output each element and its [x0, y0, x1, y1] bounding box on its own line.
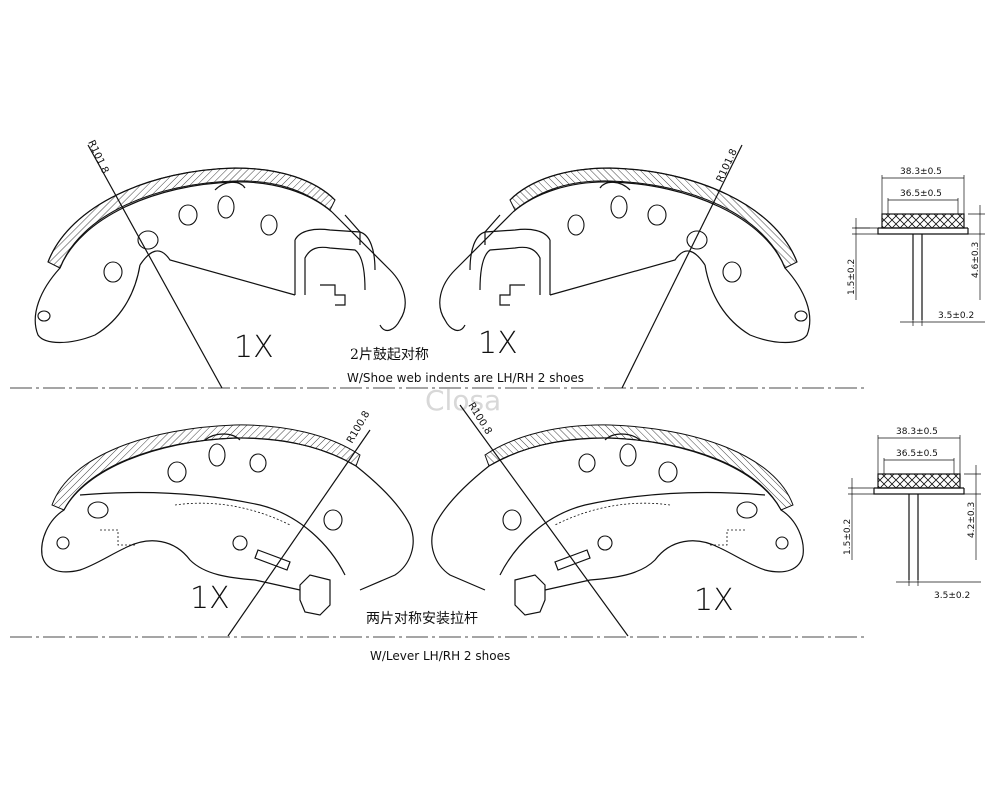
radius-line-bottom-left: [227, 429, 371, 637]
dim-web-offset-top: 3.5±0.2: [938, 311, 974, 321]
dim-lining-height-bottom: 4.2±0.3: [967, 502, 977, 538]
dim-web-thickness-bottom: 1.5±0.2: [843, 519, 853, 555]
shoe-top-left: [34, 167, 406, 344]
dim-lining-height-top: 4.6±0.3: [971, 242, 981, 278]
dim-web-thickness-top: 1.5±0.2: [847, 259, 857, 295]
dim-web-offset-bottom: 3.5±0.2: [934, 591, 970, 601]
radius-line-bottom-right: [459, 404, 629, 637]
radius-label-top-right: R101.8: [715, 147, 740, 184]
dim-width-outer-top: 38.3±0.5: [900, 167, 942, 177]
qty-label-bottom-left: 1X: [190, 581, 230, 616]
dim-width-inner-bottom: 36.5±0.5: [896, 449, 938, 459]
qty-label-top-left: 1X: [234, 330, 274, 365]
radius-line-top-left: [87, 144, 223, 389]
watermark-text: Closa: [425, 384, 501, 417]
note-en-bottom: W/Lever LH/RH 2 shoes: [370, 649, 510, 663]
shoe-bottom-right: [431, 424, 804, 616]
qty-label-top-right: 1X: [478, 326, 518, 361]
note-en-top: W/Shoe web indents are LH/RH 2 shoes: [347, 371, 584, 385]
shoe-top-right: [439, 167, 811, 344]
dim-width-inner-top: 36.5±0.5: [900, 189, 942, 199]
note-zh-bottom: 两片对称安装拉杆: [366, 611, 478, 627]
radius-label-top-left: R101.8: [85, 139, 110, 176]
radius-line-top-right: [621, 144, 743, 389]
radius-label-bottom-left: R100.8: [345, 409, 372, 445]
section-bottom: 38.3±0.5 36.5±0.5 1.5±0.2 4.2±0.3 3.5±0.…: [843, 427, 982, 601]
qty-label-bottom-right: 1X: [694, 583, 734, 618]
dim-width-outer-bottom: 38.3±0.5: [896, 427, 938, 437]
note-zh-top: 2片鼓起对称: [350, 347, 429, 363]
section-top: 38.3±0.5 36.5±0.5 1.5±0.2 4.6±0.3 3.5±0.…: [847, 167, 986, 327]
